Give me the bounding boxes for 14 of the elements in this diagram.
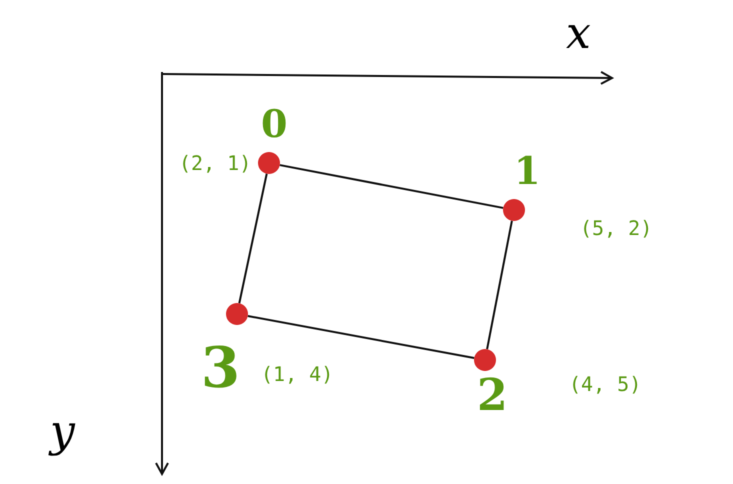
edge-line: [486, 220, 513, 350]
coordinate-label: (5, 2): [580, 218, 652, 238]
coordinate-label: (2, 1): [179, 153, 252, 173]
edge-line: [238, 174, 268, 304]
point-number: 2: [477, 374, 508, 418]
coordinate-label: (4, 5): [569, 374, 642, 394]
coordinate-label: (1, 4): [261, 364, 334, 384]
point-number: 3: [201, 340, 240, 396]
axis-label: x: [566, 12, 591, 56]
point-number: 0: [261, 105, 288, 143]
edge-line: [280, 164, 504, 209]
axis-label: y: [50, 410, 75, 454]
point-number: 1: [514, 152, 540, 190]
edge-line: [248, 315, 474, 359]
